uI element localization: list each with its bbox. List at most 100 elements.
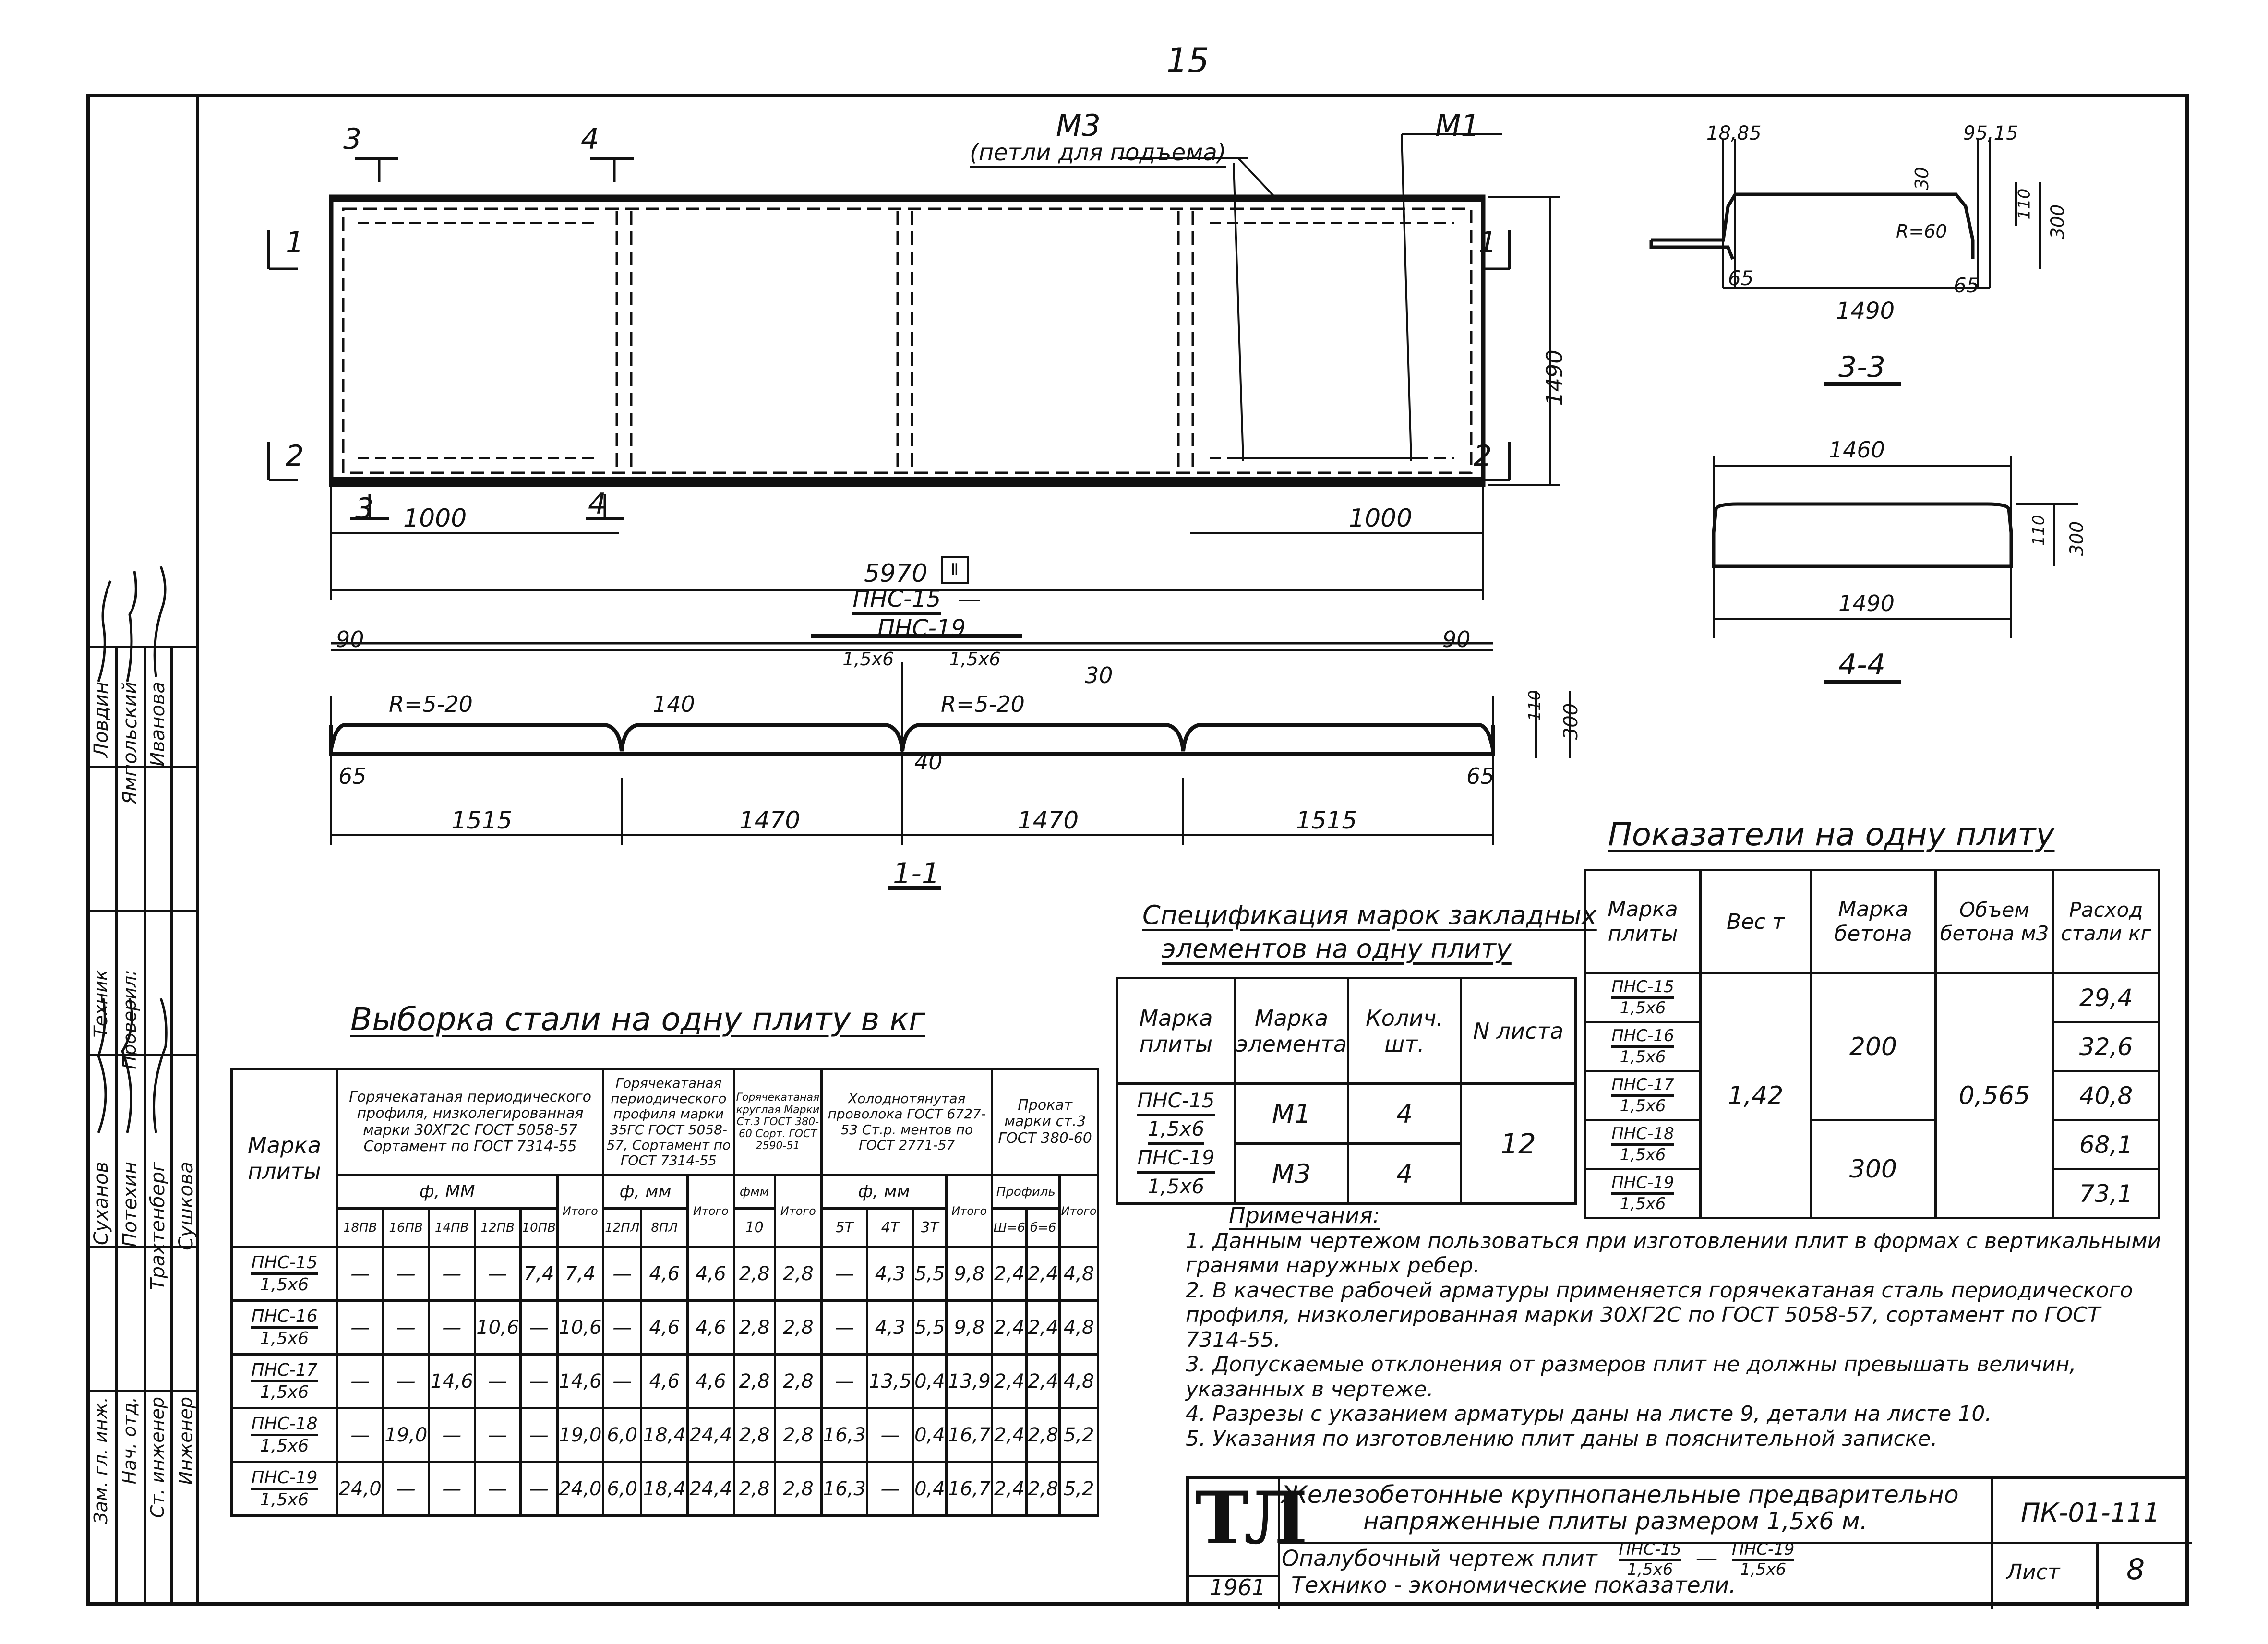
- s33-d300: 300: [2047, 204, 2068, 240]
- steel-group-5: Прокат марки ст.3 ГОСТ 380-60: [991, 1068, 1099, 1176]
- steel-group-1: Горячекатаная периодического профиля, ни…: [336, 1068, 605, 1176]
- steel-row-mark-sub: 1,5х6: [260, 1436, 309, 1456]
- steel-sub-col: 4Т: [866, 1207, 914, 1248]
- spec-plate: ПНС-19: [1137, 1145, 1215, 1174]
- indicators-table: Марка плиты Вес т Марка бетона Объем бет…: [1584, 869, 2160, 1219]
- spec-h-qty: Колич. шт.: [1347, 977, 1463, 1085]
- steel-cell: 6,0: [602, 1407, 643, 1463]
- spec-qty: 4: [1347, 1142, 1463, 1205]
- title-mark-2-sub: 1,5х6: [1740, 1560, 1787, 1580]
- steel-cell: 24,0: [336, 1461, 384, 1517]
- ind-mark-sub: 1,5х6: [1620, 1194, 1666, 1213]
- steel-sub-col: 8ПЛ: [640, 1207, 689, 1248]
- plan-title-mark-2: ПНС-19: [877, 615, 966, 644]
- spec-h-mark: Марка плиты: [1116, 977, 1236, 1085]
- steel-row-mark-sub: 1,5х6: [260, 1382, 309, 1402]
- s44-title: 4-4: [1838, 648, 1885, 682]
- steel-sub-col: 3Т: [912, 1207, 948, 1248]
- steel-cell: 2,8: [732, 1461, 776, 1517]
- steel-cell: —: [519, 1299, 559, 1356]
- ind-mark-sub: 1,5х6: [1620, 1096, 1666, 1116]
- steel-cell: 24,4: [686, 1407, 735, 1463]
- s44-d110: 110: [2029, 515, 2049, 546]
- steel-cell: —: [336, 1407, 384, 1463]
- section-mark-2-right: 2: [1474, 439, 1492, 473]
- steel-cell: 9,8: [945, 1299, 994, 1356]
- steel-cell: 5,5: [912, 1246, 948, 1302]
- title-mark-1-sub: 1,5х6: [1627, 1560, 1673, 1580]
- steel-cell: 4,3: [866, 1299, 914, 1356]
- steel-cell: —: [820, 1353, 869, 1409]
- title-line-4: Технико - экономические показатели.: [1291, 1572, 1736, 1598]
- steel-itogo-5: Итого: [1058, 1174, 1099, 1248]
- title-mark-2: ПНС-19: [1731, 1540, 1795, 1561]
- ind-volume: 0,565: [1934, 972, 2054, 1219]
- steel-cell: —: [820, 1299, 869, 1356]
- plan-title-dash: —: [958, 586, 981, 612]
- section-3-3: [1649, 139, 2041, 386]
- steel-cell: 13,5: [866, 1353, 914, 1409]
- spec-sheet: 12: [1460, 1082, 1577, 1205]
- s11-d1515-left: 1515: [451, 806, 513, 834]
- steel-col-mark: Марка плиты: [230, 1068, 338, 1248]
- steel-cell: 2,4: [1025, 1246, 1061, 1302]
- ind-mark-name: ПНС-17: [1611, 1075, 1674, 1097]
- title-line-2: напряженные плиты размером 1,5х6 м.: [1363, 1507, 1868, 1535]
- steel-cell: —: [473, 1353, 522, 1409]
- steel-cell: —: [428, 1246, 476, 1302]
- steel-cell: —: [382, 1299, 430, 1356]
- section-mark-3: 3: [343, 122, 362, 156]
- spec-elem: М1: [1233, 1082, 1350, 1145]
- steel-cell: 2,8: [732, 1407, 776, 1463]
- ind-steel: 40,8: [2052, 1070, 2160, 1121]
- plan-title: ПНС-15 — ПНС-19 1,5х6 1,5х6: [811, 586, 1032, 671]
- steel-cell: 2,8: [732, 1246, 776, 1302]
- steel-cell: 5,2: [1058, 1407, 1099, 1463]
- steel-group-3: Горячекатаная круглая Марки Ст.3 ГОСТ 38…: [732, 1068, 823, 1176]
- steel-cell: 6,0: [602, 1461, 643, 1517]
- steel-cell: 2,8: [773, 1353, 823, 1409]
- title-sheet-label: Лист: [2006, 1560, 2060, 1584]
- s33-d65-right: 65: [1954, 274, 1980, 297]
- notes-list: 1. Данным чертежом пользоваться при изго…: [1186, 1229, 2165, 1451]
- steel-cell: 14,6: [556, 1353, 605, 1409]
- steel-row-mark-name: ПНС-15: [251, 1253, 318, 1275]
- s11-d1470-b: 1470: [1018, 806, 1079, 834]
- steel-cell: 2,4: [991, 1299, 1028, 1356]
- steel-cell: 4,8: [1058, 1353, 1099, 1409]
- ind-mark-sub: 1,5х6: [1620, 1047, 1666, 1067]
- steel-cell: —: [336, 1299, 384, 1356]
- dim-5970: 5970: [864, 559, 928, 588]
- ind-steel: 73,1: [2052, 1168, 2160, 1219]
- steel-cell: 2,4: [991, 1353, 1028, 1409]
- ind-steel: 29,4: [2052, 972, 2160, 1023]
- steel-profile: Профиль: [991, 1174, 1061, 1210]
- steel-cell: 24,0: [556, 1461, 605, 1517]
- side-stamp: [86, 94, 199, 1606]
- steel-cell: 14,6: [428, 1353, 476, 1409]
- title-line-3-text: Опалубочный чертеж плит: [1282, 1545, 1597, 1572]
- ind-h-concrete: Марка бетона: [1810, 869, 1937, 974]
- steel-cell: —: [602, 1353, 643, 1409]
- spec-title-2: элементов на одну плиту: [1162, 934, 1512, 964]
- steel-cell: —: [428, 1299, 476, 1356]
- steel-table: Марка плиты Горячекатаная периодического…: [230, 1068, 1099, 1517]
- title-line-3: Опалубочный чертеж плит ПНС-15 1,5х6 — П…: [1282, 1540, 1795, 1580]
- s44-d1490: 1490: [1838, 590, 1895, 616]
- steel-cell: —: [519, 1353, 559, 1409]
- label-m3: М3: [1056, 108, 1101, 143]
- steel-cell: —: [866, 1407, 914, 1463]
- steel-cell: 4,6: [686, 1299, 735, 1356]
- spec-qty: 4: [1347, 1082, 1463, 1145]
- steel-sub-col: Ш=6: [991, 1207, 1028, 1248]
- steel-cell: 4,8: [1058, 1246, 1099, 1302]
- title-logo: ТЛ: [1195, 1476, 1308, 1560]
